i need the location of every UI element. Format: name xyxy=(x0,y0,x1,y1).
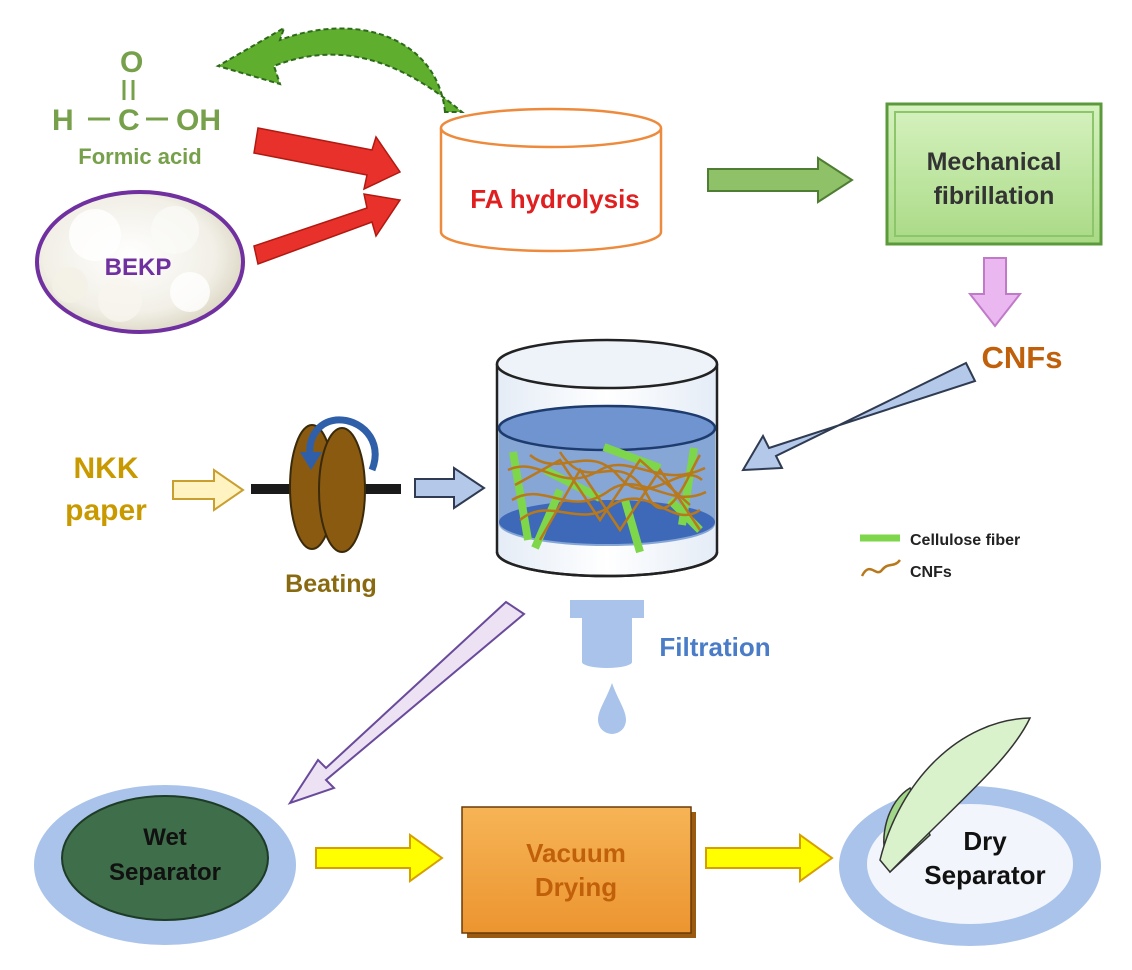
purple-arrow-tank-to-wet xyxy=(287,600,526,805)
beating-label: Beating xyxy=(285,570,377,598)
legend-cnf-label: CNFs xyxy=(910,564,952,581)
vacuum-box xyxy=(461,806,692,934)
red-arrow-bekp-to-hydrolysis xyxy=(253,193,402,266)
wet-separator-disk xyxy=(61,795,269,921)
hydrolysis-cylinder-body xyxy=(439,128,663,253)
vacuum-label-line2: Drying xyxy=(535,872,617,902)
filtration-tank xyxy=(495,338,719,734)
dry-label-line1: Dry xyxy=(963,826,1007,856)
cotton-puff xyxy=(98,278,142,322)
nkk-label-line2: paper xyxy=(65,494,147,527)
mechanical-fibrillation-node: Mechanical fibrillation xyxy=(885,102,1103,246)
cotton-puff xyxy=(151,206,199,254)
peeled-film xyxy=(879,717,1032,874)
dry-label-line2: Separator xyxy=(924,860,1045,890)
formic-carbon-label: C xyxy=(118,104,140,137)
formic-hydrogen-label: H xyxy=(52,104,74,137)
cellulose-fiber xyxy=(602,443,662,472)
blue-arrow-cnfs-to-tank xyxy=(741,361,977,472)
fa-hydrolysis-node: FA hydrolysis xyxy=(439,107,663,253)
green-arrow-to-mechanical xyxy=(707,156,854,204)
nkk-label-line1: NKK xyxy=(74,452,139,485)
beating-rollers xyxy=(251,416,401,553)
dry-separator-node: Dry Separator xyxy=(839,717,1101,946)
hydrolysis-cylinder-top xyxy=(439,107,663,149)
formic-oxygen-label: O xyxy=(120,46,143,79)
formic-acid-label: Formic acid xyxy=(78,144,201,169)
yellow-arrow-nkk-to-beating xyxy=(172,468,245,512)
tank-bottom-edge xyxy=(495,551,719,578)
cotton-puff xyxy=(69,209,121,261)
vacuum-label-line1: Vacuum xyxy=(526,838,626,868)
legend-cellulose-label: Cellulose fiber xyxy=(910,532,1020,549)
blue-arrow-beating-to-tank xyxy=(414,466,486,510)
cnf-strand xyxy=(511,483,707,503)
funnel-neck xyxy=(570,600,644,618)
tank-rim xyxy=(495,338,719,390)
wet-label-line2: Separator xyxy=(109,859,221,886)
cnf-network xyxy=(507,451,707,541)
rotation-arrowhead-icon xyxy=(300,452,322,470)
cnf-strand xyxy=(558,451,702,510)
cnf-strand xyxy=(507,463,706,480)
cnf-strand xyxy=(519,497,701,521)
legend-cnf-swatch xyxy=(860,559,901,577)
vacuum-drying-node: Vacuum Drying xyxy=(461,806,696,938)
tank-liquid-surface xyxy=(497,404,717,452)
mechanical-box xyxy=(885,102,1103,246)
rotation-arrow-icon xyxy=(306,416,379,472)
red-arrow-formic-to-hydrolysis xyxy=(253,127,402,191)
yellow-arrow-wet-to-vacuum xyxy=(315,833,444,883)
formic-hydroxyl-label: OH xyxy=(176,104,221,137)
cnf-strand xyxy=(538,467,702,541)
cotton-puff xyxy=(170,272,210,312)
formic-acid-structure: O H C OH Formic acid xyxy=(52,46,221,169)
cellulose-fiber xyxy=(621,498,644,554)
cnf-strand xyxy=(529,454,703,491)
mechanical-label-line2: fibrillation xyxy=(934,182,1055,210)
bekp-label: BEKP xyxy=(105,254,172,281)
water-drop-icon xyxy=(598,683,626,734)
yellow-arrow-vacuum-to-dry xyxy=(705,833,834,883)
beating-disk-front xyxy=(318,427,366,553)
pink-arrow-to-cnfs xyxy=(967,257,1023,328)
funnel-stem xyxy=(582,618,632,668)
cotton-puff xyxy=(52,267,88,303)
recycle-arrow-body xyxy=(215,25,465,113)
green-recycle-arrow xyxy=(215,25,465,113)
cellulose-fiber xyxy=(531,488,564,550)
legend: Cellulose fiber CNFs xyxy=(860,532,1020,581)
mechanical-label-line1: Mechanical xyxy=(927,148,1062,176)
mechanical-box-inner xyxy=(894,111,1094,237)
wet-label-line1: Wet xyxy=(143,824,187,851)
wet-separator-node: Wet Separator xyxy=(34,785,296,945)
filtration-label: Filtration xyxy=(659,632,770,662)
bekp-node: BEKP xyxy=(35,190,245,334)
cnfs-label: CNFs xyxy=(982,340,1063,375)
fa-hydrolysis-label: FA hydrolysis xyxy=(470,184,640,214)
